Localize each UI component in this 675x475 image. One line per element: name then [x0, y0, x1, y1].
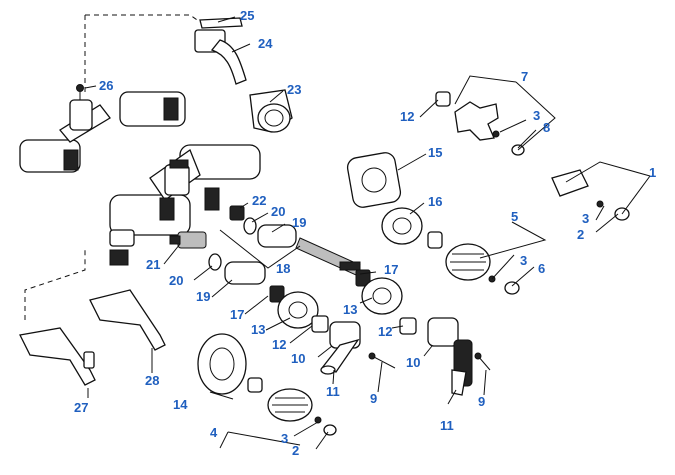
main-valve-body — [109, 144, 261, 266]
callout-6: 6 — [538, 261, 546, 276]
cross-handle-7 — [454, 101, 525, 156]
callout-17: 17 — [384, 262, 399, 277]
callout-11: 11 — [326, 384, 340, 399]
callout-21: 21 — [146, 257, 161, 272]
washer-17-left — [269, 285, 285, 303]
bonnet-12-c — [435, 91, 451, 107]
callout-3: 3 — [520, 253, 528, 268]
bonnet-12-a — [311, 315, 329, 333]
callout-20: 20 — [271, 204, 286, 219]
callout-5: 5 — [511, 209, 519, 224]
callout-10: 10 — [406, 355, 421, 370]
callout-17: 17 — [230, 307, 245, 322]
bonnet-12-b — [399, 317, 417, 335]
assembly-dashed-line-left — [24, 250, 86, 320]
escutcheon-15 — [346, 152, 402, 208]
lever-handle-10-right — [427, 317, 473, 396]
callout-11: 11 — [440, 418, 454, 433]
screw-26 — [76, 84, 84, 100]
callout-4: 4 — [210, 425, 218, 440]
screw-9-right — [474, 352, 491, 371]
callout-3: 3 — [281, 431, 289, 446]
callout-19: 19 — [196, 289, 211, 304]
callout-16: 16 — [428, 194, 443, 209]
sleeve-19-lower — [224, 261, 266, 285]
callout-10: 10 — [291, 351, 306, 366]
callout-20: 20 — [169, 273, 184, 288]
callout-2: 2 — [292, 443, 300, 458]
callout-12: 12 — [272, 337, 287, 352]
callout-3: 3 — [533, 108, 541, 123]
escutcheon-14 — [197, 333, 247, 395]
callout-3: 3 — [582, 211, 590, 226]
callout-14: 14 — [173, 397, 188, 412]
callout-15: 15 — [428, 145, 443, 160]
escutcheon-13-right — [361, 277, 403, 315]
callout-8: 8 — [543, 120, 551, 135]
callout-25: 25 — [240, 8, 255, 23]
callout-13: 13 — [251, 322, 266, 337]
escutcheon-16 — [381, 207, 423, 245]
callout-1: 1 — [649, 165, 657, 180]
sleeve-19-upper — [257, 224, 297, 248]
handle-1 — [551, 169, 630, 221]
washer-17-right — [355, 269, 371, 287]
callout-13: 13 — [343, 302, 358, 317]
callout-12: 12 — [400, 109, 415, 124]
callout-26: 26 — [99, 78, 114, 93]
lever-handle-10-left — [320, 321, 361, 375]
tub-spout-27 — [19, 327, 96, 386]
assembly-dashed-line-top — [84, 14, 201, 95]
screw-9-left — [368, 352, 396, 369]
tub-spout-28 — [89, 289, 166, 351]
knob-handle-4 — [247, 377, 337, 436]
callout-27: 27 — [74, 400, 89, 415]
stem-21 — [169, 231, 207, 249]
callout-12: 12 — [378, 324, 393, 339]
callout-22: 22 — [252, 193, 267, 208]
callout-2: 2 — [577, 227, 585, 242]
callout-28: 28 — [145, 373, 160, 388]
washer-22 — [229, 205, 245, 221]
callout-23: 23 — [287, 82, 302, 97]
callout-7: 7 — [521, 69, 529, 84]
leader-lines — [84, 16, 651, 450]
callout-19: 19 — [292, 215, 307, 230]
callout-9: 9 — [370, 391, 378, 406]
knob-handle-5 — [427, 231, 520, 295]
callout-18: 18 — [276, 261, 291, 276]
upper-valve-body — [19, 91, 186, 173]
shower-arm-assembly — [194, 17, 293, 133]
callout-24: 24 — [258, 36, 273, 51]
stem-18 — [295, 237, 361, 276]
callout-9: 9 — [478, 394, 486, 409]
oring-20-lower — [208, 253, 222, 271]
